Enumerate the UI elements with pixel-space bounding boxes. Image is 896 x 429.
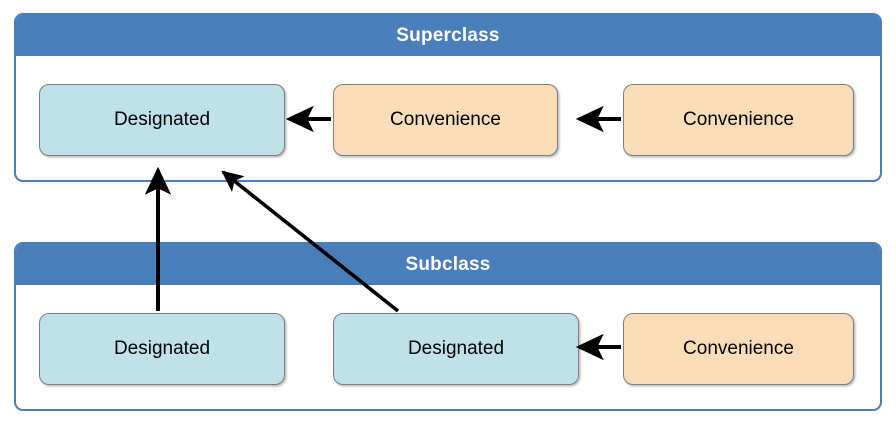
subclass-designated-initializer-box-1[interactable]: Designated bbox=[39, 313, 285, 385]
subclass-header-label: Subclass bbox=[16, 244, 880, 285]
subclass-convenience-initializer-box-1[interactable]: Convenience bbox=[623, 313, 854, 385]
superclass-convenience-initializer-box-1[interactable]: Convenience bbox=[333, 84, 558, 156]
superclass-designated-initializer-box[interactable]: Designated bbox=[39, 84, 285, 156]
subclass-panel-body: Designated Designated Convenience bbox=[16, 285, 880, 409]
box-label: Convenience bbox=[683, 338, 794, 359]
box-label: Designated bbox=[407, 338, 505, 359]
box-label: Convenience bbox=[683, 109, 794, 130]
box-label: Designated bbox=[113, 109, 211, 130]
superclass-header-label: Superclass bbox=[16, 15, 880, 56]
subclass-panel: Subclass Designated Designated Convenien… bbox=[14, 242, 882, 411]
superclass-panel-body: Designated Convenience Convenience bbox=[16, 56, 880, 180]
subclass-designated-initializer-box-2[interactable]: Designated bbox=[333, 313, 579, 385]
superclass-panel: Superclass Designated Convenience Conven… bbox=[14, 13, 882, 182]
box-label: Designated bbox=[113, 338, 211, 359]
box-label: Convenience bbox=[390, 109, 501, 130]
superclass-convenience-initializer-box-2[interactable]: Convenience bbox=[623, 84, 854, 156]
